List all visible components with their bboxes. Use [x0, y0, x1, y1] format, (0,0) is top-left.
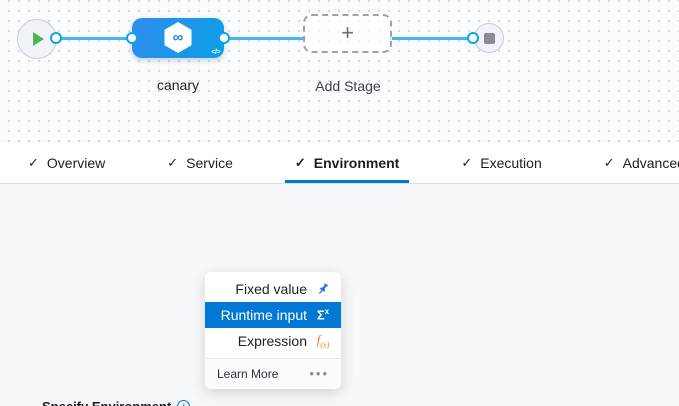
pin-icon	[315, 282, 331, 296]
learn-more-link[interactable]: Learn More	[217, 367, 279, 381]
value-type-dropdown: Fixed value Runtime input Σx Expression …	[205, 272, 341, 389]
add-stage-label: Add Stage	[315, 78, 381, 94]
tab-label: Execution	[480, 155, 542, 171]
pipeline-end-node[interactable]	[474, 23, 504, 53]
tab-label: Advanced	[622, 155, 679, 171]
tab-overview[interactable]: ✓ Overview	[18, 143, 115, 183]
edge-start-to-stage	[55, 37, 135, 40]
check-icon: ✓	[603, 155, 615, 170]
connector-end-in[interactable]	[467, 32, 479, 44]
info-icon[interactable]: i	[177, 400, 191, 406]
connector-stage-out[interactable]	[218, 32, 230, 44]
code-icon[interactable]: </>	[211, 49, 220, 56]
check-icon: ✓	[461, 155, 473, 170]
connector-start-out[interactable]	[50, 32, 62, 44]
fx-icon: f(x)	[316, 332, 330, 350]
stage-label-canary: canary	[156, 77, 200, 93]
add-stage-button[interactable]: +	[303, 14, 392, 53]
check-icon: ✓	[28, 155, 39, 170]
edge-addstage-to-end	[390, 37, 474, 40]
stage-node-canary[interactable]: ∞ </>	[132, 18, 224, 58]
tab-execution[interactable]: ✓ Execution	[451, 143, 551, 183]
specify-environment-label: Specify Environment i	[42, 399, 191, 406]
plus-icon: +	[341, 19, 354, 45]
tab-advanced[interactable]: ✓ Advanced	[594, 143, 679, 183]
pipeline-canvas[interactable]: ∞ </> + canary Add Stage	[0, 0, 679, 143]
tab-label: Environment	[313, 155, 400, 171]
stage-tabbar: ✓ Overview ✓ Service ✓ Environment ✓ Exe…	[0, 143, 679, 184]
check-icon: ✓	[294, 155, 306, 170]
more-options-icon[interactable]: •••	[309, 365, 329, 381]
menu-item-runtime-input[interactable]: Runtime input Σx	[205, 302, 341, 328]
check-icon: ✓	[167, 155, 179, 170]
tab-environment[interactable]: ✓ Environment	[284, 143, 410, 183]
menu-item-expression[interactable]: Expression f(x)	[237, 332, 330, 350]
tab-service[interactable]: ✓ Service	[157, 143, 243, 183]
deployment-hexagon-icon: ∞	[163, 21, 193, 55]
menu-item-fixed-value[interactable]: Fixed value	[205, 276, 341, 302]
edge-stage-to-addstage	[226, 37, 306, 40]
stop-icon	[483, 32, 495, 44]
play-icon	[33, 32, 44, 46]
tab-label: Overview	[46, 155, 106, 171]
infinity-icon: ∞	[172, 29, 184, 46]
dropdown-footer: Learn More •••	[205, 358, 341, 389]
sigma-icon: Σx	[316, 307, 330, 323]
connector-stage-in[interactable]	[126, 32, 138, 44]
value-type-menu: Fixed value Runtime input Σx Expression …	[205, 272, 341, 358]
tab-label: Service	[186, 155, 233, 171]
